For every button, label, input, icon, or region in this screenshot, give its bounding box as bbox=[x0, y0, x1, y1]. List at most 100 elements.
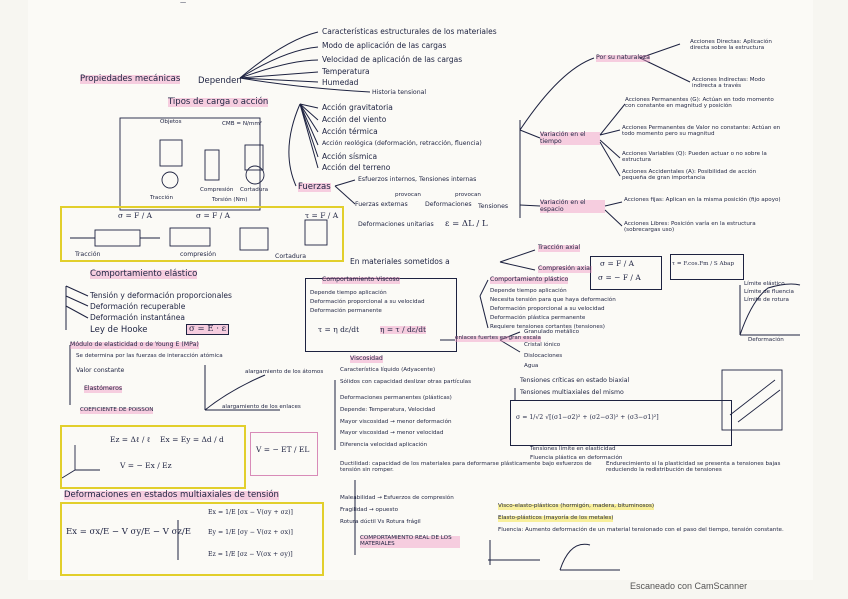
poisson-v-formula: V = − Ex / Ez bbox=[120, 462, 172, 470]
load-types-title: Tipos de carga o acción bbox=[168, 98, 268, 107]
fixed-actions: Acciones fijas: Aplican en la misma posi… bbox=[624, 198, 784, 204]
stress-tau-formula: τ = F / A bbox=[305, 212, 338, 220]
elastomers: Elastómeros bbox=[84, 386, 122, 393]
viscous-item: Depende tiempo aplicación bbox=[310, 291, 387, 297]
compresion-axial: Compresión axial bbox=[538, 266, 592, 273]
load-type-item: Acción del viento bbox=[322, 116, 386, 124]
viscosity-item: Depende: Temperatura, Velocidad bbox=[340, 408, 435, 414]
graph-note-2: alargamiento de los enlaces bbox=[222, 405, 301, 411]
plastic-graph-label: Límite de rotura bbox=[744, 298, 789, 304]
von-mises-formula: σ = 1/√2 √[(σ1−σ2)² + (σ2−σ3)² + (σ3−σ1)… bbox=[516, 415, 659, 422]
free-actions: Acciones Libres: Posición varía en la es… bbox=[624, 222, 784, 234]
biaxial-critical: Tensiones críticas en estado biaxial bbox=[520, 378, 629, 385]
direct-actions: Acciones Directas: Aplicación directa so… bbox=[690, 40, 785, 52]
poisson-coefficient: COEFICIENTE DE POISSON bbox=[80, 408, 153, 414]
young-sub1: Se determina por las fuerzas de interacc… bbox=[76, 354, 223, 360]
axial-compression-formula: σ = − F / A bbox=[598, 274, 641, 282]
root-arrow-text: Dependen bbox=[198, 77, 242, 86]
viscosity-item: Mayor viscosidad → menor velocidad bbox=[340, 431, 443, 437]
viscous-eta-formula: η = τ / dε/dt bbox=[380, 326, 426, 334]
viscosity-item: Sólidos con capacidad deslizar otras par… bbox=[340, 380, 471, 386]
permanent-actions: Acciones Permanentes (G): Actúan en todo… bbox=[625, 98, 785, 110]
ez-result: Ez = 1/E [σz − V(σx + σy)] bbox=[208, 552, 293, 559]
forces-label: Fuerzas bbox=[298, 183, 331, 192]
stress-compresion: compresión bbox=[180, 252, 216, 259]
poisson-ratio-formula: V = − ET / EL bbox=[256, 446, 309, 454]
load-type-item: Acción gravitatoria bbox=[322, 104, 393, 112]
elastic-item: Deformación instantánea bbox=[90, 314, 185, 322]
unit-deformation-formula: ε = ΔL / L bbox=[445, 220, 488, 229]
by-space-label: Variación en el espacio bbox=[540, 200, 605, 213]
forces-tensiones: Tensiones bbox=[478, 204, 508, 211]
viscous-tau-formula: τ = η dε/dt bbox=[318, 326, 359, 334]
header-mark: — bbox=[180, 0, 186, 7]
bond-item: Dislocaciones bbox=[524, 354, 562, 360]
hardening: Endurecimiento si la plasticidad se pres… bbox=[606, 462, 786, 474]
multiaxial-note: Tensiones límite en elasticidad bbox=[530, 447, 616, 453]
stress-sigma-formula: σ = F / A bbox=[196, 212, 230, 220]
plastic-graph-label: Límite de fluencia bbox=[744, 290, 794, 296]
multiaxial-stress: Tensiones multiaxiales del mismo bbox=[520, 390, 624, 397]
rupture: Rotura dúctil Vs Rotura frágil bbox=[340, 520, 421, 526]
bond-item: Cristal iónico bbox=[524, 343, 560, 349]
by-time-label: Variación en el tiempo bbox=[540, 132, 600, 145]
viscous-item: Deformación proporcional a su velocidad bbox=[310, 300, 425, 306]
scanner-watermark: Escaneado con CamScanner bbox=[630, 581, 747, 591]
viscosity-item: Característica líquido (Adyacente) bbox=[340, 368, 435, 374]
diagram-label-objetos: Objetos bbox=[160, 120, 181, 126]
load-type-item: Acción reológica (deformación, retracció… bbox=[322, 141, 482, 148]
ex-result: Ex = 1/E [σx − V(σy + σz)] bbox=[208, 510, 293, 517]
visco-elasto-plastic: Visco-elasto-plásticos (hormigón, madera… bbox=[498, 504, 654, 510]
viscosity-title: Viscosidad bbox=[350, 356, 383, 363]
elastic-title: Comportamiento elástico bbox=[90, 270, 197, 279]
diagram-label-traccion: Tracción bbox=[150, 196, 173, 202]
stress-sigma-formula: σ = F / A bbox=[118, 212, 152, 220]
bond-item: Agua bbox=[524, 364, 538, 370]
depends-item: Temperatura bbox=[322, 68, 370, 76]
forces-external: Fuerzas externas bbox=[355, 202, 408, 209]
young-sub2: Valor constante bbox=[76, 368, 124, 375]
viscous-title: Comportamiento Viscoso bbox=[322, 277, 400, 284]
multi-stress-title: Deformaciones en estados multiaxiales de… bbox=[64, 491, 279, 500]
tau-angle-formula: τ = F.cos.Fm / S Abap bbox=[672, 262, 734, 268]
creep: Fluencia: Aumento deformación de un mate… bbox=[498, 528, 798, 534]
ductility: Ductilidad: capacidad de los materiales … bbox=[340, 462, 600, 474]
malleability: Maleabilidad → Esfuerzos de compresión bbox=[340, 496, 454, 502]
plastic-item: Deformación plástica permanente bbox=[490, 316, 585, 322]
unit-deformation-label: Deformaciones unitarias bbox=[358, 222, 434, 229]
diagram-label-cmb: CMB = N/mm² bbox=[222, 122, 262, 128]
elasto-plastic: Elasto-plásticos (mayoría de los metales… bbox=[498, 516, 613, 522]
hooke-formula: σ = E · ε bbox=[186, 324, 229, 335]
real-behavior-title: COMPORTAMIENTO REAL DE LOS MATERIALES bbox=[360, 536, 460, 548]
bond-item: Granulado metálico bbox=[524, 330, 579, 336]
root-label: Propiedades mecánicas bbox=[80, 75, 180, 84]
plastic-graph-label: Deformación bbox=[748, 338, 784, 344]
elastic-item: Deformación recuperable bbox=[90, 303, 185, 311]
depends-item: Historia tensional bbox=[372, 90, 426, 97]
plastic-title: Comportamiento plástico bbox=[490, 277, 568, 284]
graph-note: alargamiento de los átomos bbox=[245, 370, 323, 376]
load-type-item: Acción del terreno bbox=[322, 164, 390, 172]
young-modulus: Módulo de elasticidad o de Young E (MPa) bbox=[70, 342, 199, 349]
forces-deformaciones: Deformaciones bbox=[425, 202, 472, 209]
ez-formula: Ez = Δℓ / ℓ bbox=[110, 436, 150, 444]
indirect-actions: Acciones Indirectas: Modo indirecta a tr… bbox=[692, 78, 782, 90]
poisson-ratio-box bbox=[250, 432, 318, 476]
stress-cortadura: Cortadura bbox=[275, 254, 306, 261]
load-type-item: Acción térmica bbox=[322, 128, 378, 136]
depends-item: Velocidad de aplicación de las cargas bbox=[322, 56, 462, 64]
viscous-item: Deformación permanente bbox=[310, 309, 382, 315]
depends-item: Características estructurales de los mat… bbox=[322, 28, 497, 36]
fragility: Fragilidad → opuesto bbox=[340, 508, 398, 514]
ex-big-formula: Ex = σx/E − V σy/E − V σz/E bbox=[66, 528, 191, 537]
viscosity-item: Diferencia velocidad aplicación bbox=[340, 443, 427, 449]
axial-tension-formula: σ = F / A bbox=[600, 260, 634, 268]
plastic-item: Necesita tensión para que haya deformaci… bbox=[490, 298, 616, 304]
forces-internal: Esfuerzos internos, Tensiones internas bbox=[358, 177, 476, 184]
stress-traccion: Tracción bbox=[75, 252, 100, 259]
ey-result: Ey = 1/E [σy − V(σz + σx)] bbox=[208, 530, 293, 537]
traccion-axial: Tracción axial bbox=[538, 245, 580, 252]
plastic-item: Depende tiempo aplicación bbox=[490, 289, 567, 295]
plastic-item: Deformación proporcional a su velocidad bbox=[490, 307, 605, 313]
